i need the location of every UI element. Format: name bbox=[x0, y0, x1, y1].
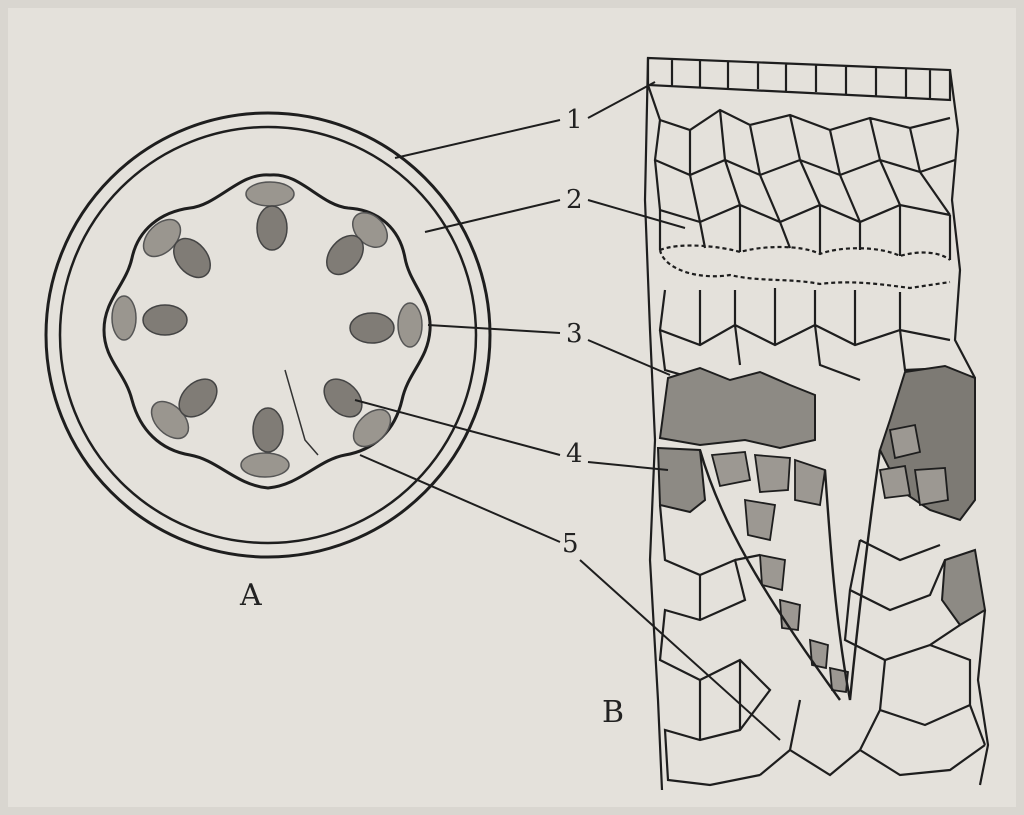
epidermis-inner-ring bbox=[58, 125, 478, 545]
panel-label-b: B bbox=[602, 695, 624, 730]
bundle-xylem bbox=[323, 378, 363, 418]
cortex-links bbox=[658, 205, 952, 260]
bundle-phloem bbox=[142, 218, 182, 258]
leader-2-to-b bbox=[587, 199, 686, 229]
bundle-xylem bbox=[142, 304, 188, 336]
bundle-phloem bbox=[245, 181, 295, 207]
leader-1-to-b bbox=[587, 81, 656, 119]
leader-3-to-a bbox=[427, 324, 561, 334]
stele-boundary bbox=[102, 173, 432, 490]
bundle-phloem bbox=[111, 295, 137, 341]
bundle-xylem bbox=[178, 378, 218, 418]
leader-4-to-a bbox=[354, 399, 561, 456]
leader-5-to-b bbox=[579, 559, 781, 741]
bundle-phloem bbox=[397, 302, 423, 348]
inner-cortex-cells bbox=[658, 288, 951, 382]
vascular-bundles bbox=[111, 181, 423, 478]
section-left-edge bbox=[643, 57, 664, 791]
leader-2-to-a bbox=[424, 199, 561, 233]
label-5: 5 bbox=[562, 529, 579, 559]
bundle-phloem bbox=[352, 408, 392, 448]
leader-5-to-a bbox=[359, 454, 561, 543]
section-right-edge bbox=[948, 69, 990, 786]
epidermis-cells bbox=[646, 56, 952, 102]
leader-1-to-a bbox=[394, 119, 561, 159]
bundle-xylem bbox=[349, 312, 395, 344]
bundle-phloem bbox=[240, 452, 290, 478]
label-2: 2 bbox=[566, 185, 583, 215]
bundle-xylem bbox=[252, 407, 284, 453]
bundle-xylem bbox=[326, 234, 364, 276]
leader-4-to-b bbox=[587, 461, 669, 471]
bundle-xylem bbox=[256, 205, 288, 251]
pith-marker-line bbox=[284, 369, 319, 456]
epidermis-outer-ring bbox=[44, 111, 492, 559]
pith-cells bbox=[658, 504, 987, 787]
vascular-bundle-section bbox=[656, 364, 987, 701]
bundle-xylem bbox=[173, 237, 211, 279]
label-4: 4 bbox=[566, 439, 583, 469]
label-3: 3 bbox=[566, 319, 583, 349]
panel-label-a: A bbox=[239, 578, 262, 613]
panel-b-diagram bbox=[643, 56, 990, 791]
leader-3-to-b bbox=[587, 339, 671, 376]
label-1: 1 bbox=[566, 105, 583, 135]
panel-a-diagram bbox=[44, 111, 492, 559]
leader-lines bbox=[354, 81, 781, 741]
